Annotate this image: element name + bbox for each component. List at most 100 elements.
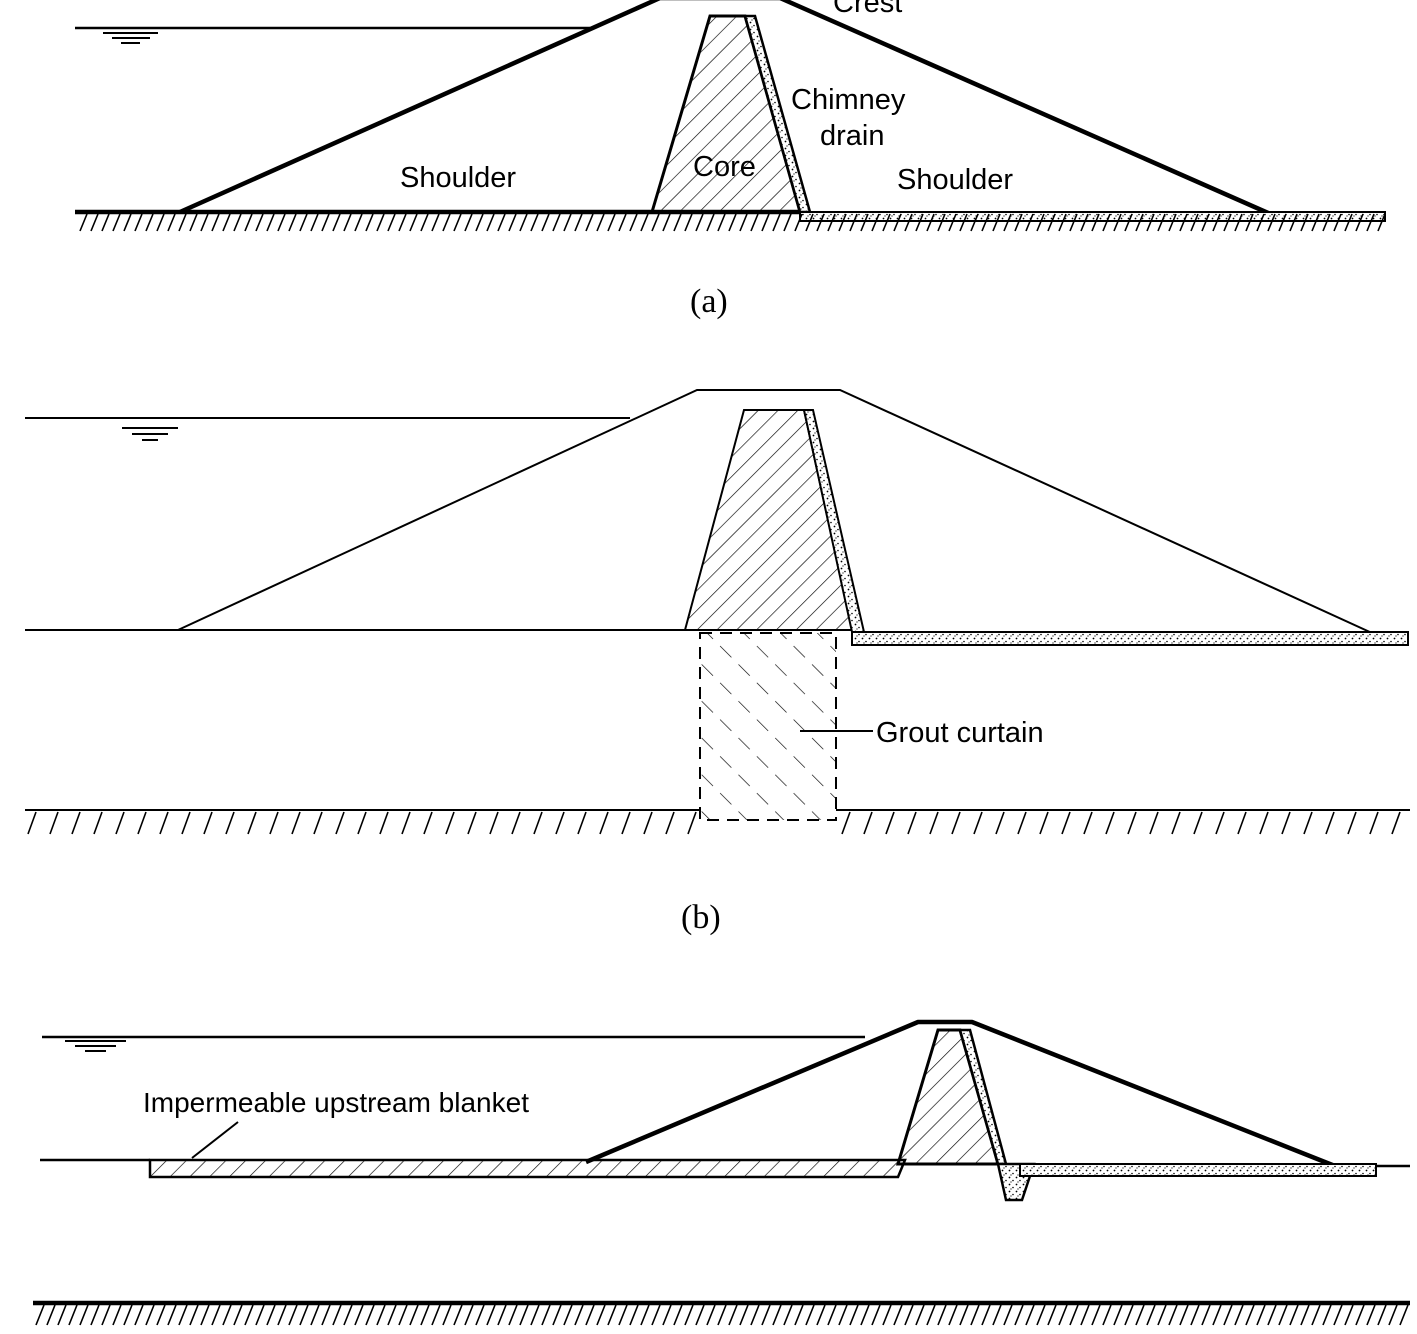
ground-hatch-tick (376, 1304, 386, 1326)
ground-hatch-tick (717, 1304, 727, 1326)
ground-hatch-tick (1146, 1304, 1156, 1326)
ground-hatch-tick (1256, 213, 1265, 232)
ground-hatch-tick (1325, 811, 1335, 835)
ground-hatch-tick (761, 213, 770, 232)
ground-hatch-tick (882, 1304, 892, 1326)
ground-hatch-tick (739, 1304, 749, 1326)
ground-hatch-tick (728, 1304, 738, 1326)
ground-hatch-tick (1355, 213, 1364, 232)
ground-hatch-tick (1135, 213, 1144, 232)
ground-hatch-tick (49, 811, 59, 835)
ground-hatch-tick (541, 1304, 551, 1326)
ground-hatch-tick (687, 811, 697, 835)
ground-hatch-tick (244, 1304, 254, 1326)
shoulder-left-label: Shoulder (400, 162, 516, 194)
ground-hatch-tick (508, 213, 517, 232)
ground-hatch-tick (101, 213, 110, 232)
dam-embankment-outline (585, 1019, 1336, 1169)
ground-hatch-tick (1399, 1304, 1409, 1326)
ground-hatch-tick (1047, 213, 1056, 232)
ground-hatch-tick (244, 213, 253, 232)
ground-hatch-tick (1091, 1304, 1101, 1326)
chimney-drain-label: Chimney (791, 84, 906, 116)
ground-hatch-tick (662, 213, 671, 232)
ground-hatch-tick (288, 213, 297, 232)
ground-hatch-tick (299, 1304, 309, 1326)
ground-hatch-tick (816, 213, 825, 232)
ground-hatch-tick (794, 213, 803, 232)
ground-hatch-tick (959, 213, 968, 232)
ground-hatch-tick (1245, 213, 1254, 232)
ground-hatch-tick (1025, 1304, 1035, 1326)
ground-hatch-tick (871, 1304, 881, 1326)
ground-hatch-tick (662, 1304, 672, 1326)
ground-hatch-tick (827, 1304, 837, 1326)
ground-hatch-tick (629, 213, 638, 232)
ground-hatch-tick (673, 1304, 683, 1326)
ground-hatch-tick (1201, 1304, 1211, 1326)
ground-hatch-tick (951, 811, 961, 835)
ground-hatch-tick (1267, 1304, 1277, 1326)
ground-hatch-tick (354, 1304, 364, 1326)
ground-hatch-tick (607, 1304, 617, 1326)
ground-hatch-tick (401, 811, 411, 835)
ground-hatch-tick (761, 1304, 771, 1326)
ground-hatch-tick (1377, 1304, 1387, 1326)
ground-hatch-tick (1061, 811, 1071, 835)
ground-hatch-tick (599, 811, 609, 835)
ground-hatch-tick (137, 811, 147, 835)
ground-hatch-tick (365, 213, 374, 232)
ground-hatch-tick (1190, 1304, 1200, 1326)
ground-hatch-tick (1344, 1304, 1354, 1326)
upstream-blanket-leader (191, 1121, 239, 1159)
ground-hatch-tick (313, 811, 323, 835)
ground-hatch-tick (247, 811, 257, 835)
ground-hatch-tick (200, 213, 209, 232)
ground-hatch-tick (1036, 213, 1045, 232)
figure-a-caption: (a) (690, 283, 728, 320)
ground-hatch-tick (1190, 213, 1199, 232)
figure-a-zoned-dam: Crest Chimney drain Core Shoulder Should… (75, 0, 1386, 320)
ground-hatch-tick (332, 213, 341, 232)
ground-hatch-tick (1300, 213, 1309, 232)
ground-hatch-tick (335, 811, 345, 835)
ground-hatch-tick (651, 1304, 661, 1326)
ground-hatch-tick (486, 213, 495, 232)
ground-hatch-tick (574, 1304, 584, 1326)
figure-b-dam-with-grout-curtain: Grout curtain (b) (25, 389, 1410, 936)
ground-hatch-tick (189, 213, 198, 232)
ground-hatch-tick (1039, 811, 1049, 835)
ground-hatch-tick (379, 811, 389, 835)
ground-hatch-tick (772, 1304, 782, 1326)
ground-hatch-tick (717, 213, 726, 232)
shoulder-right-label: Shoulder (897, 164, 1013, 196)
ground-hatch-tick (1102, 213, 1111, 232)
ground-hatch-tick (467, 811, 477, 835)
ground-hatch-tick (1388, 1304, 1398, 1326)
ground-hatch-tick (398, 1304, 408, 1326)
foundation-hatch (79, 213, 1386, 232)
ground-hatch-tick (310, 213, 319, 232)
ground-hatch-tick (643, 811, 653, 835)
ground-hatch-tick (533, 811, 543, 835)
ground-hatch-tick (981, 213, 990, 232)
ground-hatch-tick (365, 1304, 375, 1326)
ground-hatch-tick (937, 213, 946, 232)
ground-hatch-tick (992, 213, 1001, 232)
ground-hatch-tick (1017, 811, 1027, 835)
ground-hatch-tick (552, 213, 561, 232)
ground-hatch-tick (695, 213, 704, 232)
ground-hatch-tick (233, 213, 242, 232)
ground-hatch-tick (489, 811, 499, 835)
ground-hatch-tick (90, 213, 99, 232)
ground-hatch-tick (321, 1304, 331, 1326)
ground-hatch-tick (291, 811, 301, 835)
ground-hatch-tick (277, 213, 286, 232)
ground-hatch-tick (1179, 213, 1188, 232)
ground-hatch-tick (57, 1304, 67, 1326)
ground-hatch-tick (621, 811, 631, 835)
ground-hatch-tick (332, 1304, 342, 1326)
ground-hatch-tick (926, 213, 935, 232)
ground-hatch-tick (134, 213, 143, 232)
